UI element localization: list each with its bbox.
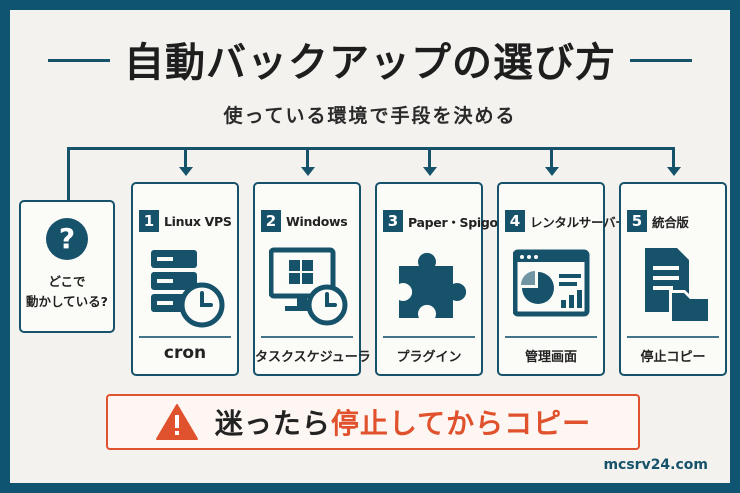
- card-divider: [505, 336, 597, 338]
- option-method: タスクスケジューラ: [255, 350, 371, 365]
- arrowhead-3: [422, 167, 437, 176]
- arrowhead-4: [544, 167, 559, 176]
- connector-drop-5: [672, 147, 675, 169]
- connector-drop-4: [550, 147, 553, 169]
- connector-stem: [67, 147, 70, 201]
- warning-icon: [155, 404, 198, 440]
- server-clock-icon: [151, 250, 225, 328]
- question-text: どこで 動かしている?: [21, 272, 113, 312]
- option-number: 1: [139, 210, 159, 232]
- question-box: ? どこで 動かしている?: [19, 200, 115, 333]
- card-header: 3 Paper・Spigot: [383, 209, 504, 233]
- page-title: 自動バックアップの選び方: [124, 40, 616, 86]
- connector-drop-2: [306, 147, 309, 169]
- file-folder-icon: [645, 248, 711, 324]
- site-domain: mcsrv24.com: [603, 457, 708, 473]
- card-header: 1 Linux VPS: [139, 209, 232, 233]
- banner-text-prefix: 迷ったら: [214, 407, 331, 440]
- monitor-clock-icon: [269, 247, 348, 326]
- title-rule-right: [630, 59, 692, 62]
- option-card-bedrock: 5 統合版 停止コピー: [619, 182, 727, 376]
- question-mark-icon: ?: [46, 218, 88, 260]
- option-name: Linux VPS: [164, 213, 232, 229]
- card-divider: [139, 336, 231, 338]
- option-name: Paper・Spigot: [408, 214, 504, 230]
- option-name: レンタルサーバー: [530, 214, 628, 230]
- option-method: 停止コピー: [640, 350, 706, 365]
- connector-drop-1: [184, 147, 187, 169]
- arrowhead-5: [666, 167, 681, 176]
- connector-bar: [67, 147, 675, 150]
- option-method: cron: [163, 343, 207, 363]
- option-card-linux-vps: 1 Linux VPS cron: [131, 182, 239, 376]
- banner-text-highlight: 停止してからコピー: [330, 407, 592, 440]
- dashboard-icon: [513, 249, 590, 317]
- connector-drop-3: [428, 147, 431, 169]
- card-header: 4 レンタルサーバー: [505, 209, 628, 233]
- infographic-panel: 自動バックアップの選び方 使っている環境で手段を決める ? どこで 動かしている…: [10, 10, 730, 483]
- card-header: 5 統合版: [627, 209, 689, 233]
- banner-text: 迷ったら停止してからコピー: [215, 402, 591, 442]
- option-number: 5: [627, 210, 647, 232]
- arrowhead-2: [300, 167, 315, 176]
- question-line-2: 動かしている?: [26, 294, 108, 309]
- option-number: 3: [383, 210, 403, 232]
- option-card-paper-spigot: 3 Paper・Spigot プラグイン: [375, 182, 504, 376]
- option-card-rental-server: 4 レンタルサーバー 管理画面: [497, 182, 628, 376]
- option-card-windows: 2 Windows タスクスケジューラ: [253, 182, 371, 376]
- option-name: Windows: [286, 213, 348, 229]
- puzzle-piece-icon: [399, 252, 467, 318]
- option-method: 管理画面: [524, 350, 577, 365]
- option-number: 2: [261, 210, 281, 232]
- option-name: 統合版: [652, 214, 689, 230]
- card-divider: [627, 336, 719, 338]
- title-area: 自動バックアップの選び方: [10, 32, 730, 86]
- title-rule-left: [48, 59, 110, 62]
- page-subtitle: 使っている環境で手段を決める: [223, 105, 517, 127]
- warning-banner: 迷ったら停止してからコピー: [106, 394, 640, 450]
- card-divider: [261, 336, 353, 338]
- question-line-1: どこで: [48, 274, 86, 289]
- card-header: 2 Windows: [261, 209, 348, 233]
- option-number: 4: [505, 210, 525, 232]
- option-method: プラグイン: [396, 350, 462, 365]
- arrowhead-1: [178, 167, 193, 176]
- card-divider: [383, 336, 475, 338]
